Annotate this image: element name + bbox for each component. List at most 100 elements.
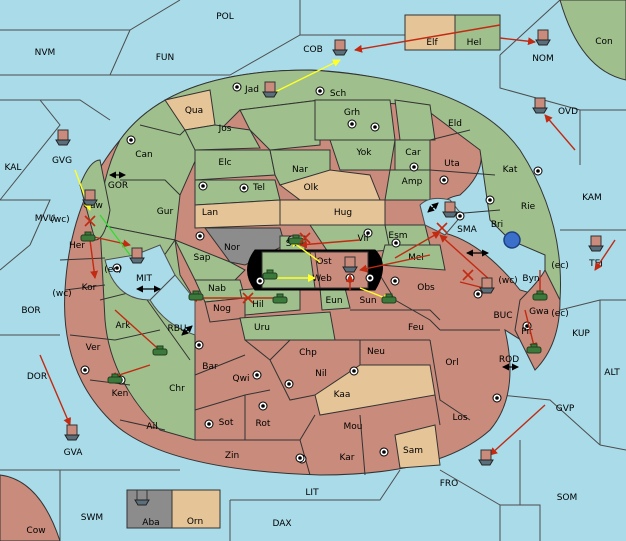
region-label-rot[interactable]: Rot bbox=[256, 419, 271, 429]
fleet-unit[interactable] bbox=[442, 201, 458, 218]
region-label-dor[interactable]: DOR bbox=[27, 372, 47, 382]
army-unit[interactable] bbox=[107, 373, 123, 384]
region-label-uta[interactable]: Uta bbox=[444, 159, 460, 169]
region-label-nom[interactable]: NOM bbox=[532, 54, 554, 64]
fleet-unit[interactable] bbox=[332, 39, 348, 56]
region-label-tel[interactable]: Tel bbox=[252, 183, 265, 193]
region-label-pol[interactable]: POL bbox=[216, 12, 234, 22]
region-label-nab[interactable]: Nab bbox=[208, 284, 226, 294]
region-label-aba[interactable]: Aba bbox=[142, 518, 159, 528]
region-label-can[interactable]: Can bbox=[135, 150, 153, 160]
region-label-gva[interactable]: GVA bbox=[64, 448, 84, 458]
army-unit[interactable] bbox=[80, 231, 96, 242]
army-unit[interactable] bbox=[152, 345, 168, 356]
region-label-uru[interactable]: Uru bbox=[254, 323, 270, 333]
region-label-jad[interactable]: Jad bbox=[244, 85, 259, 95]
region-label-mit[interactable]: MIT bbox=[136, 274, 152, 284]
fleet-unit[interactable] bbox=[479, 277, 495, 294]
region-label-gaw[interactable]: Gaw bbox=[83, 201, 103, 211]
region-label-gor[interactable]: GOR bbox=[108, 181, 128, 191]
region-label-chr[interactable]: Chr bbox=[169, 384, 185, 394]
region-hel[interactable] bbox=[454, 14, 501, 51]
region-sap[interactable] bbox=[173, 239, 246, 281]
region-label-eld[interactable]: Eld bbox=[448, 119, 462, 129]
region-label-gwa[interactable]: Gwa bbox=[529, 307, 549, 317]
region-label-ark[interactable]: Ark bbox=[115, 321, 131, 331]
region-label-som[interactable]: SOM bbox=[557, 493, 578, 503]
army-unit[interactable] bbox=[262, 269, 278, 280]
region-grh[interactable] bbox=[314, 99, 396, 141]
region-label-nog[interactable]: Nog bbox=[213, 304, 231, 314]
fleet-unit[interactable] bbox=[532, 97, 548, 114]
region-mel[interactable] bbox=[379, 244, 446, 271]
fleet-unit[interactable] bbox=[262, 81, 278, 98]
fleet-unit[interactable] bbox=[342, 256, 358, 273]
region-label-pir[interactable]: Pir bbox=[521, 327, 533, 337]
region-label-cob[interactable]: COB bbox=[303, 45, 323, 55]
region-label-yok[interactable]: Yok bbox=[355, 148, 372, 158]
region-car-n[interactable] bbox=[394, 99, 436, 141]
region-label-sma[interactable]: SMA bbox=[457, 225, 477, 235]
region-elc[interactable] bbox=[194, 149, 276, 181]
region-label-gur[interactable]: Gur bbox=[157, 207, 174, 217]
region-label-dax[interactable]: DAX bbox=[272, 519, 291, 529]
region-label-ovd[interactable]: OVD bbox=[558, 107, 578, 117]
fleet-unit[interactable] bbox=[64, 424, 80, 441]
fleet-unit[interactable] bbox=[478, 449, 494, 466]
army-unit[interactable] bbox=[381, 293, 397, 304]
army-unit[interactable] bbox=[272, 293, 288, 304]
fleet-unit[interactable] bbox=[129, 247, 145, 264]
fleet-unit[interactable] bbox=[134, 489, 150, 506]
region-hug[interactable] bbox=[279, 199, 386, 226]
region-label-nar[interactable]: Nar bbox=[292, 165, 308, 175]
region-sam[interactable] bbox=[394, 424, 441, 469]
region-label-sap[interactable]: Sap bbox=[194, 253, 211, 263]
region-label-bor[interactable]: BOR bbox=[21, 306, 40, 316]
region-label-bar[interactable]: Bar bbox=[202, 362, 218, 372]
region-label-chp[interactable]: Chp bbox=[299, 348, 317, 358]
region-pir[interactable] bbox=[514, 268, 561, 371]
region-label-olk[interactable]: Olk bbox=[304, 183, 320, 193]
region-label-ken[interactable]: Ken bbox=[112, 389, 129, 399]
region-label-los[interactable]: Los bbox=[452, 413, 467, 423]
region-label-nor[interactable]: Nor bbox=[224, 243, 240, 253]
region-label-lan[interactable]: Lan bbox=[202, 208, 218, 218]
region-olk[interactable] bbox=[278, 169, 381, 201]
fleet-unit[interactable] bbox=[55, 129, 71, 146]
region-label-eun[interactable]: Eun bbox=[325, 296, 342, 306]
region-label-kat[interactable]: Kat bbox=[503, 165, 518, 175]
region-label-gvg[interactable]: GVG bbox=[52, 156, 72, 166]
region-label-ail[interactable]: Ail bbox=[146, 422, 157, 432]
fleet-unit[interactable] bbox=[588, 235, 604, 252]
region-label-zin[interactable]: Zin bbox=[225, 451, 239, 461]
region-label-hug[interactable]: Hug bbox=[334, 208, 352, 218]
region-label-kam[interactable]: KAM bbox=[582, 193, 602, 203]
region-label-hel[interactable]: Hel bbox=[467, 38, 482, 48]
region-jos[interactable] bbox=[184, 124, 261, 151]
region-label-cow[interactable]: Cow bbox=[26, 526, 45, 536]
region-label-sot[interactable]: Sot bbox=[219, 418, 234, 428]
region-label-elc[interactable]: Elc bbox=[218, 158, 231, 168]
region-label-mvu[interactable]: MVU bbox=[35, 214, 56, 224]
region-label-hil[interactable]: Hil bbox=[252, 300, 264, 310]
region-label-kar[interactable]: Kar bbox=[340, 453, 355, 463]
region-label-obs[interactable]: Obs bbox=[417, 283, 435, 293]
region-label-vil[interactable]: Vil bbox=[358, 234, 369, 244]
region-label-her[interactable]: Her bbox=[69, 241, 85, 251]
region-label-qua[interactable]: Qua bbox=[185, 106, 203, 116]
region-label-esm[interactable]: Esm bbox=[388, 231, 407, 241]
region-label-alt[interactable]: ALT bbox=[604, 368, 620, 378]
region-label-car[interactable]: Car bbox=[405, 148, 421, 158]
region-label-nvm[interactable]: NVM bbox=[35, 48, 56, 58]
fleet-unit[interactable] bbox=[82, 189, 98, 206]
region-label-web[interactable]: Web bbox=[312, 274, 332, 284]
region-label-fro[interactable]: FRO bbox=[440, 479, 459, 489]
region-label-kor[interactable]: Kor bbox=[82, 283, 97, 293]
region-label-swm[interactable]: SWM bbox=[81, 513, 103, 523]
region-label-ost[interactable]: Ost bbox=[316, 257, 332, 267]
region-label-sun[interactable]: Sun bbox=[359, 296, 376, 306]
region-label-kup[interactable]: KUP bbox=[572, 329, 590, 339]
region-label-buc[interactable]: BUC bbox=[493, 311, 512, 321]
region-label-rbu[interactable]: RBU bbox=[167, 324, 186, 334]
region-label-kaa[interactable]: Kaa bbox=[334, 390, 351, 400]
